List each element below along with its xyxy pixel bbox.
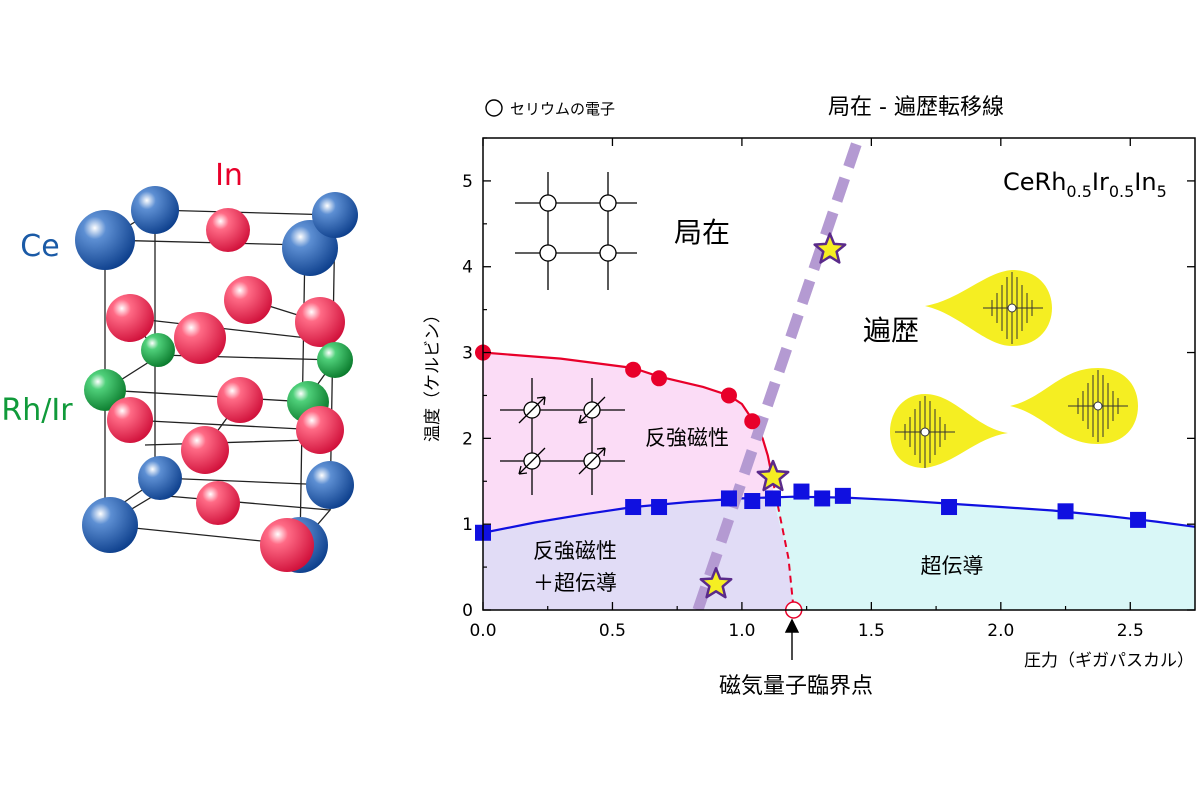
region-sc	[773, 496, 1195, 610]
region-localized-label: 局在	[674, 216, 730, 249]
region-afm-sc-label-2: ＋超伝導	[533, 571, 617, 595]
label-ce: Ce	[20, 229, 59, 264]
rh-ir-atom	[84, 369, 126, 411]
ce-atom	[75, 210, 135, 270]
in-atom	[224, 276, 272, 324]
tc-point	[814, 490, 831, 507]
tc-point	[834, 487, 851, 504]
tc-point	[720, 490, 737, 507]
x-tick-label: 0.0	[469, 621, 496, 641]
in-atom	[174, 312, 226, 364]
label-rh-ir: Rh/Ir	[1, 393, 73, 428]
qcp-label: 磁気量子臨界点	[719, 674, 873, 699]
y-tick-label: 4	[462, 258, 473, 278]
neel-point	[720, 387, 737, 404]
in-atom	[206, 208, 250, 252]
in-atom	[181, 426, 229, 474]
x-tick-label: 2.0	[987, 621, 1014, 641]
region-afm-sc-label-1: 反強磁性	[533, 539, 617, 563]
compound-formula: CeRh0.5Ir0.5In5	[1003, 168, 1167, 201]
in-atom	[260, 518, 314, 572]
in-atom	[296, 406, 344, 454]
electron-legend-icon	[485, 99, 503, 117]
crystal-structure: In Ce Rh/Ir	[1, 158, 358, 573]
localized-electron-lattice-icon	[515, 172, 637, 290]
ce-atom	[82, 497, 138, 553]
afm-spin-lattice-icon	[500, 378, 625, 495]
axes: 0.0 0.5 1.0 1.5 2.0 2.5 0 1 2 3 4 5	[462, 137, 1195, 641]
neel-point	[744, 413, 761, 430]
tc-point	[764, 490, 781, 507]
neel-point	[651, 370, 668, 387]
plot-frame	[482, 137, 1196, 611]
itinerant-electron-icon	[925, 270, 1052, 346]
ce-atom	[131, 186, 179, 234]
rh-ir-atom	[317, 342, 353, 378]
x-axis-label: 圧力（ギガパスカル）	[1024, 651, 1194, 671]
y-tick-label: 0	[462, 601, 473, 621]
tc-point	[1057, 503, 1074, 520]
y-tick-label: 2	[462, 429, 473, 449]
region-afm	[483, 352, 773, 533]
tc-point	[941, 499, 958, 516]
itinerant-electron-icon	[1010, 368, 1138, 444]
qcp-arrow	[784, 618, 800, 660]
localized-itinerant-transition-line	[692, 138, 864, 610]
neel-point	[625, 361, 642, 378]
transition-star	[699, 567, 733, 599]
in-atom	[107, 397, 153, 443]
data-marks	[475, 232, 1147, 619]
x-tick-label: 1.5	[858, 621, 885, 641]
x-tick-label: 2.5	[1117, 621, 1144, 641]
transition-line-label: 局在 - 遍歴転移線	[828, 95, 1004, 120]
transition-star	[756, 459, 790, 492]
itinerant-electron-icon	[890, 394, 1008, 468]
crystal-atoms	[75, 186, 358, 573]
region-itinerant-label: 遍歴	[863, 314, 919, 347]
tc-point	[651, 499, 668, 516]
phase-regions	[483, 352, 1195, 610]
rh-ir-atom	[141, 333, 175, 367]
tc-point	[1130, 511, 1147, 528]
tc-point	[625, 499, 642, 516]
x-tick-label: 0.5	[599, 621, 626, 641]
in-atom	[106, 294, 154, 342]
in-atom	[295, 297, 345, 347]
in-atom	[217, 377, 263, 423]
y-tick-label: 5	[462, 172, 473, 192]
transition-star	[813, 232, 847, 264]
y-tick-label: 1	[462, 515, 473, 535]
region-sc-label: 超伝導	[921, 554, 984, 578]
ce-atom	[312, 192, 358, 238]
ce-atom	[306, 461, 354, 509]
x-tick-label: 1.0	[728, 621, 755, 641]
ce-atom	[138, 456, 182, 500]
region-afm-label: 反強磁性	[645, 426, 729, 450]
neel-curve-extrapolation	[772, 481, 795, 610]
tc-point	[793, 483, 810, 500]
y-tick-label: 3	[462, 344, 473, 364]
label-in: In	[215, 158, 243, 193]
tc-point	[744, 493, 761, 510]
electron-legend-label: セリウムの電子	[510, 100, 615, 118]
y-axis-label: 温度（ケルビン）	[423, 306, 443, 442]
in-atom	[196, 481, 240, 525]
